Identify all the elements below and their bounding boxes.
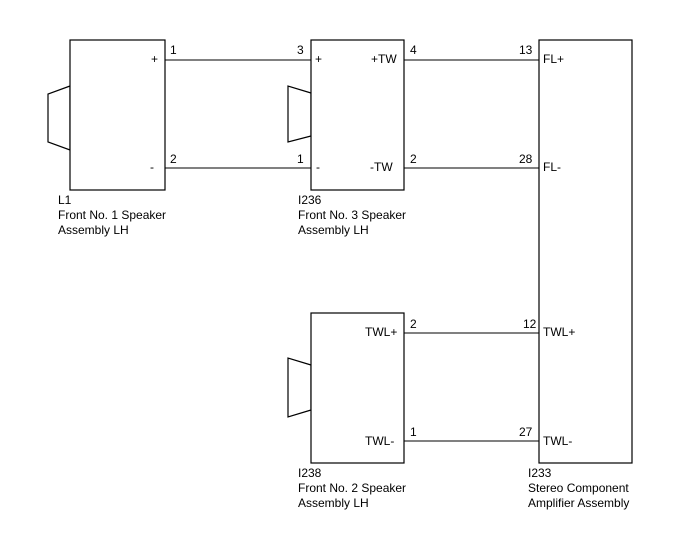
i233-name-line1: Stereo Component: [528, 481, 629, 495]
i236-terminal-minus: -: [316, 160, 320, 174]
i238-name-line1: Front No. 2 Speaker: [298, 481, 406, 495]
i233-terminal-twl-minus: TWL-: [543, 434, 572, 448]
i238-terminal-twl-minus: TWL-: [365, 434, 394, 448]
wire-i238-twl-minus-to-i233-twl-minus: 1 27: [404, 425, 539, 442]
l1-box: [69, 39, 166, 191]
pin-number: 28: [519, 152, 533, 166]
i233-terminal-fl-minus: FL-: [543, 160, 561, 174]
pin-number: 3: [297, 43, 304, 57]
pin-number: 13: [519, 43, 533, 57]
i238-terminal-twl-plus: TWL+: [365, 325, 397, 339]
component-i233: FL+ FL- TWL+ TWL- I233 Stereo Component …: [528, 39, 633, 510]
i236-terminal-tw-minus: -TW: [370, 160, 393, 174]
i236-terminal-tw-plus: +TW: [371, 52, 397, 66]
i236-terminal-plus: +: [315, 52, 322, 66]
wire-i238-twl-plus-to-i233-twl-plus: 2 12: [404, 317, 539, 334]
i236-name-line2: Assembly LH: [298, 223, 369, 237]
pin-number: 1: [170, 43, 177, 57]
i236-code: I236: [298, 193, 322, 207]
i233-terminal-twl-plus: TWL+: [543, 325, 575, 339]
speaker-cone-icon: [47, 85, 71, 151]
i236-name-line1: Front No. 3 Speaker: [298, 208, 406, 222]
i236-box: [310, 39, 405, 191]
l1-code: L1: [58, 193, 72, 207]
wire-i236-tw-plus-to-i233-fl-plus: 4 13: [404, 43, 539, 61]
l1-terminal-minus: -: [150, 160, 154, 174]
l1-terminal-plus: +: [151, 52, 158, 66]
component-l1: + - L1 Front No. 1 Speaker Assembly LH: [47, 39, 166, 237]
i233-terminal-fl-plus: FL+: [543, 52, 564, 66]
i233-code: I233: [528, 466, 552, 480]
i238-box: [310, 312, 405, 464]
i233-box: [538, 39, 633, 464]
speaker-cone-icon: [287, 85, 312, 143]
wire-l1-plus-to-i236-plus: 1 3: [165, 43, 311, 61]
component-i236: + - +TW -TW I236 Front No. 3 Speaker Ass…: [287, 39, 406, 237]
pin-number: 2: [170, 152, 177, 166]
component-i238: TWL+ TWL- I238 Front No. 2 Speaker Assem…: [287, 312, 406, 510]
speaker-cone-icon: [287, 357, 312, 418]
pin-number: 12: [523, 317, 537, 331]
wire-i236-tw-minus-to-i233-fl-minus: 2 28: [404, 152, 539, 169]
pin-number: 1: [297, 152, 304, 166]
i238-code: I238: [298, 466, 322, 480]
pin-number: 2: [410, 152, 417, 166]
i238-name-line2: Assembly LH: [298, 496, 369, 510]
pin-number: 2: [410, 317, 417, 331]
wire-l1-minus-to-i236-minus: 2 1: [165, 152, 311, 169]
l1-name-line1: Front No. 1 Speaker: [58, 208, 166, 222]
pin-number: 4: [410, 43, 417, 57]
pin-number: 1: [410, 425, 417, 439]
i233-name-line2: Amplifier Assembly: [528, 496, 629, 510]
l1-name-line2: Assembly LH: [58, 223, 129, 237]
pin-number: 27: [519, 425, 533, 439]
